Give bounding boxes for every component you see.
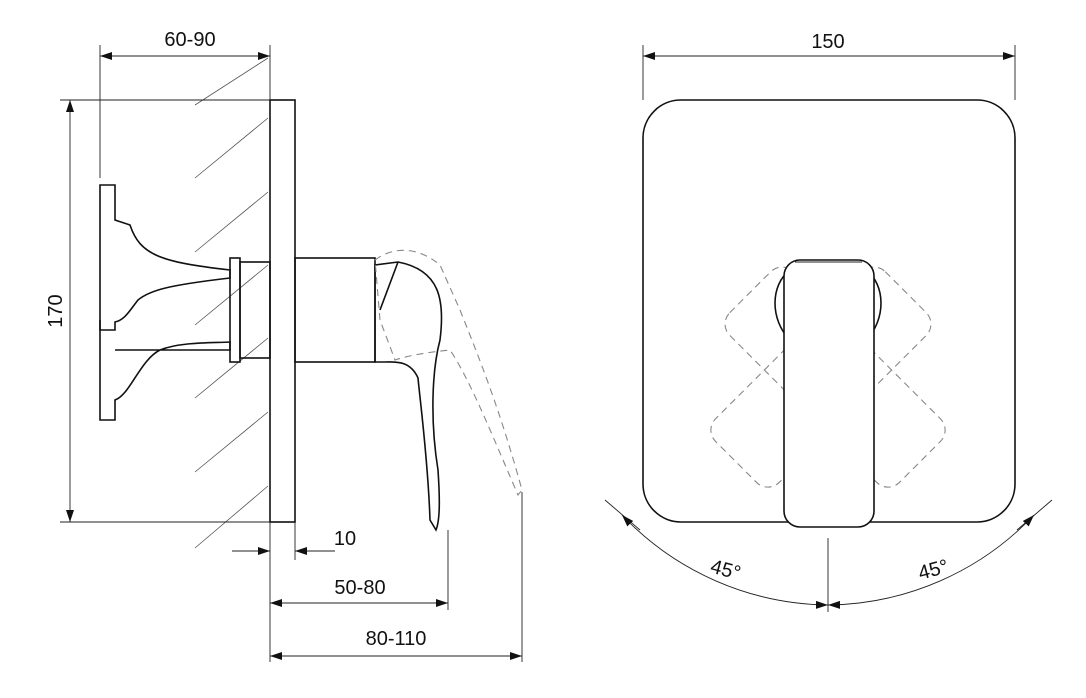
cover-plate-side bbox=[269, 99, 296, 523]
dimension-height: 170 bbox=[45, 294, 67, 327]
angle-left: 45° bbox=[708, 556, 743, 585]
mounting-flange bbox=[99, 184, 231, 331]
valve-body bbox=[294, 257, 376, 363]
lever-rotated-outline bbox=[374, 249, 523, 497]
handle-front bbox=[783, 259, 875, 528]
wall-hatching bbox=[194, 57, 269, 549]
front-view: 150 45° 45° bbox=[604, 31, 1053, 612]
lever-handle bbox=[374, 261, 443, 532]
angle-right: 45° bbox=[916, 556, 951, 585]
dimension-depth-range: 60-90 bbox=[164, 29, 215, 51]
dimension-width: 150 bbox=[811, 31, 844, 53]
dimension-total-projection: 80-110 bbox=[366, 628, 427, 650]
dimension-handle-projection: 50-80 bbox=[334, 577, 385, 599]
side-view: 60-90 170 10 50-80 80-110 bbox=[45, 29, 523, 662]
dimension-plate-thickness: 10 bbox=[334, 528, 356, 550]
